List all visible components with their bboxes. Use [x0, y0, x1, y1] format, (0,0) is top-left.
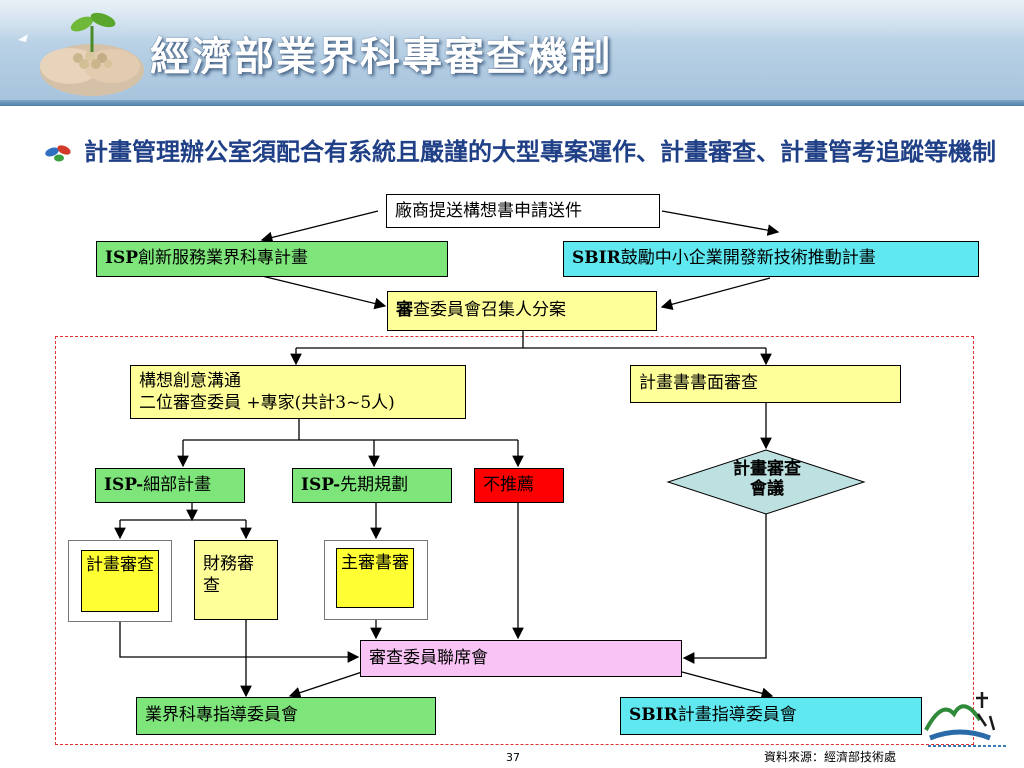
joint-review-meeting-box: 審查委員聯席會 — [360, 640, 682, 677]
hands-seedling-illustration — [18, 12, 144, 96]
sbir-committee-prefix: SBIR — [629, 705, 678, 725]
not-recommended-box: 不推薦 — [474, 468, 564, 503]
sbir-plan-box: SBIR鼓勵中小企業開發新技術推動計畫 — [563, 241, 979, 277]
convener-prefix: 審 — [396, 300, 413, 320]
plan-review-box: 計畫審查 — [81, 550, 159, 612]
isp-pre-prefix: ISP- — [301, 475, 341, 495]
sbir-plan-prefix: SBIR — [572, 248, 621, 268]
review-process-frame — [55, 336, 974, 745]
source-note: 資料來源：經濟部技術處 — [764, 750, 897, 764]
concept-line-2: 二位審查委員 +專家(共計3~5人) — [139, 393, 395, 413]
isp-plan-label: 創新服務業界科專計畫 — [138, 248, 309, 268]
written-review-box: 計畫書書面審查 — [630, 365, 901, 403]
header-stripe — [0, 100, 1024, 106]
isp-plan-prefix: ISP — [105, 248, 139, 268]
header-banner: 經濟部業界科專審查機制 — [0, 0, 1024, 106]
main-review-box: 主審書審 — [336, 548, 414, 608]
isp-plan-box: ISP創新服務業界科專計畫 — [96, 241, 448, 277]
page-number: 37 — [506, 751, 520, 764]
isp-detail-label: 細部計畫 — [143, 475, 212, 495]
page-title: 經濟部業界科專審查機制 — [150, 34, 612, 80]
convener-label: 查委員會召集人分案 — [413, 300, 566, 320]
isp-pre-label: 先期規劃 — [340, 475, 409, 495]
isp-detail-plan-box: ISP-細部計畫 — [95, 468, 245, 503]
sbir-plan-label: 鼓勵中小企業開發新技術推動計畫 — [620, 248, 876, 268]
header-gloss — [0, 0, 1024, 40]
industry-steering-committee-box: 業界科專指導委員會 — [136, 697, 436, 735]
tricolor-leaf-bullet-icon — [45, 145, 71, 162]
isp-preliminary-plan-box: ISP-先期規劃 — [292, 468, 452, 503]
sbir-steering-committee-box: SBIR計畫指導委員會 — [620, 697, 922, 735]
submit-proposal-box: 廠商提送構想書申請送件 — [386, 194, 660, 228]
mountain-logo — [924, 692, 1008, 747]
review-meeting-diamond — [666, 449, 866, 515]
concept-communication-box: 構想創意溝通 二位審查委員 +專家(共計3~5人) — [130, 365, 466, 419]
convener-assignment-box: 審查委員會召集人分案 — [387, 291, 657, 331]
sbir-committee-label: 計畫指導委員會 — [677, 705, 797, 725]
concept-line-1: 構想創意溝通 — [139, 371, 241, 391]
isp-detail-prefix: ISP- — [104, 475, 144, 495]
finance-review-box: 財務審查 — [194, 540, 278, 620]
review-meeting-label: 計畫審查會議 — [733, 459, 801, 499]
intro-text: 計畫管理辦公室須配合有系統且嚴謹的大型專案運作、計畫審查、計畫管考追蹤等機制 — [84, 138, 996, 166]
